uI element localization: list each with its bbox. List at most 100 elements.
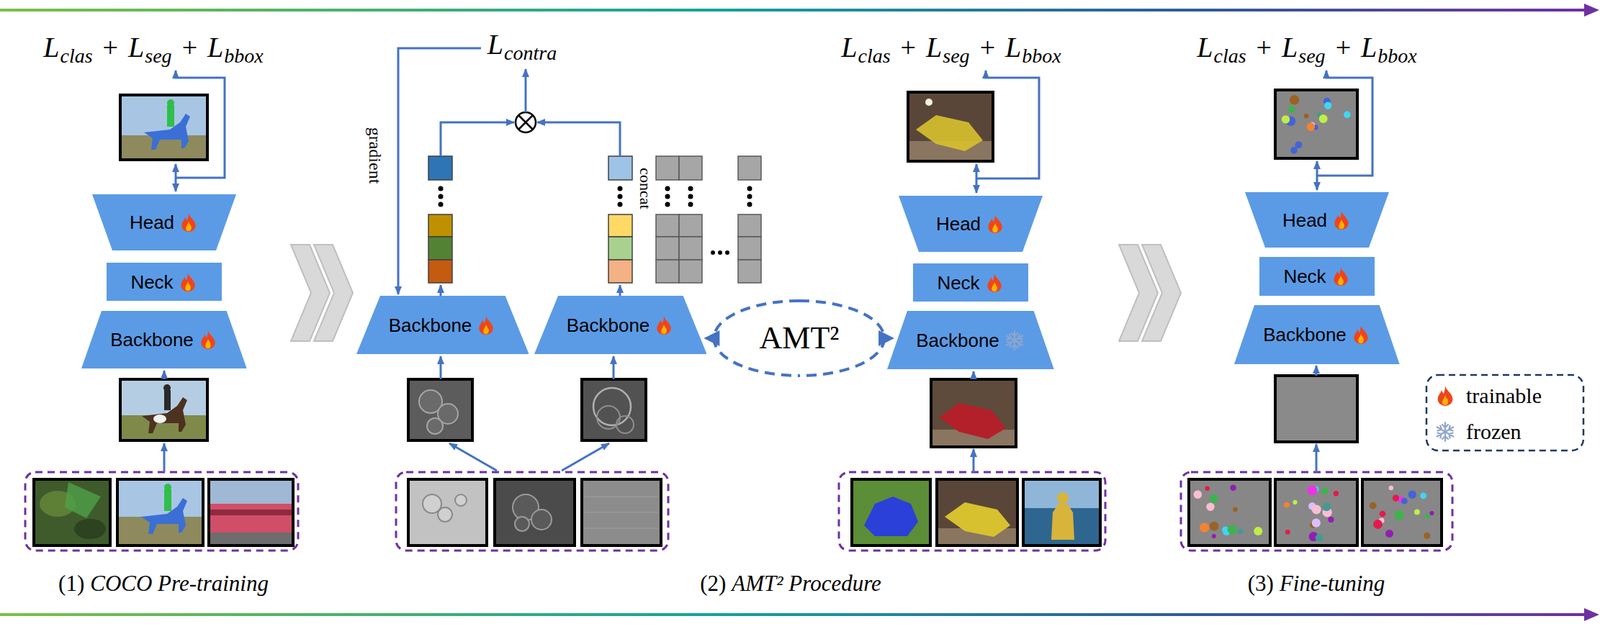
flame-outer bbox=[657, 315, 672, 335]
flame-inner bbox=[991, 282, 998, 292]
loss-formula: Lclas+Lseg+Lbbox bbox=[43, 33, 264, 67]
loss-subscript: bbox bbox=[223, 46, 263, 67]
photo-frame bbox=[1275, 375, 1358, 443]
photo-frame bbox=[1188, 479, 1271, 546]
stage-chevron bbox=[290, 244, 1181, 342]
caption-text: Fine-tuning bbox=[1279, 571, 1385, 597]
ellipsis-dots bbox=[438, 186, 753, 256]
backbone-trapezoid: Backbone bbox=[534, 295, 708, 355]
photo-coco bbox=[208, 504, 294, 533]
ellipsis-dots bbox=[617, 186, 623, 192]
loss-symbol: L bbox=[128, 33, 145, 62]
legend-box bbox=[1426, 375, 1584, 451]
feature-vector bbox=[608, 156, 633, 181]
flow-arrow bbox=[1315, 444, 1318, 473]
feature-bank bbox=[679, 156, 703, 181]
arrow-head bbox=[703, 330, 720, 347]
loss-subscript: seg bbox=[144, 46, 172, 67]
feature-bank bbox=[655, 156, 680, 181]
photo-coco bbox=[120, 379, 208, 416]
flame-inner bbox=[185, 221, 192, 232]
product-symbol bbox=[515, 112, 536, 133]
loss-formula: Lcontra bbox=[487, 30, 557, 64]
plus-sign: + bbox=[900, 33, 916, 62]
snowflake-arm bbox=[1435, 424, 1456, 440]
loss-subscript: contra bbox=[504, 43, 557, 64]
photo-novel bbox=[915, 115, 983, 152]
feature-bank bbox=[655, 236, 680, 260]
caption-number: (3) bbox=[1247, 571, 1274, 597]
cell-mask bbox=[1211, 534, 1217, 539]
flow-arrow bbox=[175, 70, 225, 178]
flame-icon bbox=[1330, 266, 1351, 287]
cell-mask bbox=[1369, 502, 1377, 510]
dataset-group-box bbox=[1180, 472, 1453, 551]
flame-inner bbox=[1442, 395, 1449, 406]
method-label-node: AMT² bbox=[755, 320, 844, 357]
photo-coco bbox=[64, 482, 101, 519]
photo-coco bbox=[120, 95, 208, 160]
cell-mask bbox=[1204, 486, 1210, 492]
ellipsis-dots bbox=[665, 202, 671, 208]
ellipsis-dots bbox=[688, 202, 694, 208]
shape-fill bbox=[356, 295, 530, 355]
ellipsis-dots bbox=[747, 194, 753, 200]
photo-cells bbox=[531, 509, 552, 530]
backbone-trapezoid: Backbone bbox=[356, 295, 530, 355]
node-text: Head bbox=[1282, 208, 1328, 232]
stage-chevron bbox=[1142, 244, 1181, 342]
flame-icon bbox=[1331, 210, 1352, 231]
flow-arrow bbox=[439, 356, 443, 380]
photo-cells bbox=[581, 479, 662, 546]
photo-cells bbox=[408, 479, 487, 546]
snowflake-arm bbox=[1005, 333, 1025, 348]
loss-symbol: L bbox=[487, 30, 504, 60]
loss-symbol: L bbox=[1005, 33, 1022, 62]
loss-symbol: L bbox=[1360, 33, 1377, 62]
flame-inner bbox=[1338, 219, 1345, 229]
caption-number: (2) bbox=[699, 571, 726, 597]
feature-vector bbox=[428, 156, 453, 181]
node-text: Backbone bbox=[388, 313, 473, 337]
flame-icon bbox=[198, 329, 219, 350]
photo-coco bbox=[120, 379, 208, 441]
flame-inner bbox=[1358, 334, 1364, 344]
photo-frame bbox=[1362, 479, 1442, 546]
node-content: AMT² bbox=[755, 320, 844, 357]
photo-frame bbox=[1188, 90, 1442, 546]
node-content: Backbone bbox=[534, 295, 708, 355]
cell-mask bbox=[1253, 527, 1263, 536]
plus-sign: + bbox=[102, 33, 119, 62]
flame-outer bbox=[180, 272, 195, 291]
node-text: Neck bbox=[130, 270, 173, 294]
ellipsis-dots bbox=[710, 250, 716, 255]
neck-box: Neck bbox=[106, 262, 222, 301]
photo-cells bbox=[494, 479, 575, 546]
flame-outer bbox=[1437, 385, 1454, 407]
cell-mask bbox=[1315, 534, 1324, 543]
flame-outer bbox=[479, 315, 494, 335]
ellipsis-dots bbox=[617, 194, 623, 200]
cell-mask bbox=[1401, 498, 1408, 505]
feature-bank bbox=[738, 259, 762, 283]
cell-mask bbox=[1324, 102, 1332, 110]
ellipsis-dots bbox=[438, 194, 444, 200]
photo-frame bbox=[1275, 90, 1358, 159]
photo-cells bbox=[408, 379, 662, 546]
photo-coco bbox=[33, 479, 111, 546]
cell-mask bbox=[1227, 524, 1238, 535]
head-trapezoid: Head bbox=[898, 195, 1043, 253]
photo-coco bbox=[164, 483, 172, 492]
node-text: Head bbox=[129, 210, 175, 235]
photo-coco bbox=[208, 479, 294, 546]
photo-coco bbox=[120, 95, 208, 136]
photo-novel bbox=[864, 496, 919, 537]
flame-inner bbox=[992, 223, 999, 233]
photo-novel bbox=[908, 92, 993, 162]
flow-arrow bbox=[972, 371, 975, 380]
feature-bank bbox=[655, 156, 762, 283]
ellipsis-dots bbox=[665, 194, 671, 200]
photo-cells bbox=[408, 379, 473, 441]
snowflake-icon bbox=[1003, 329, 1026, 352]
flame-outer bbox=[987, 272, 1001, 292]
